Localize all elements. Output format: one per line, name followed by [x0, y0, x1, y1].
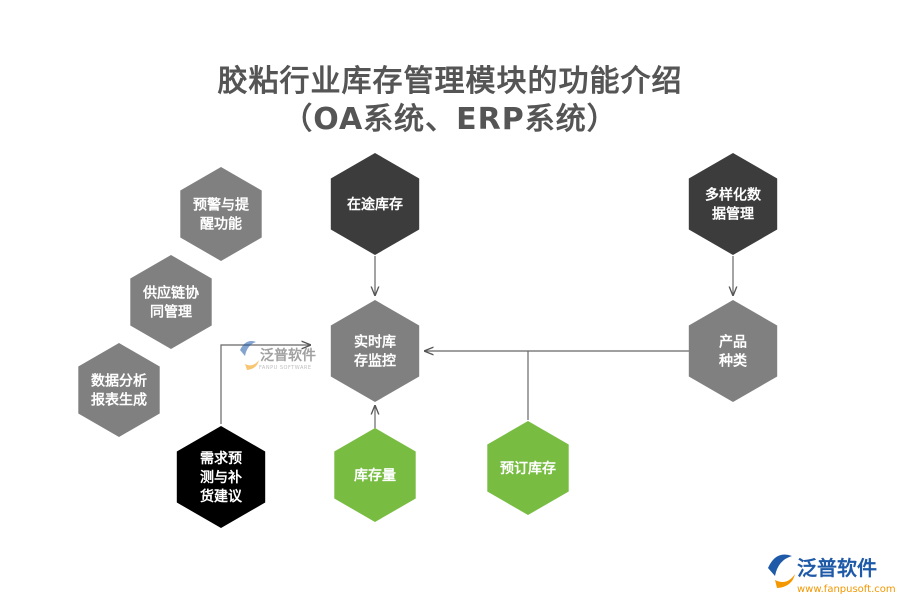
- hex-early-warning-label: 预警与提: [193, 197, 250, 214]
- hex-forecast-shape: [176, 426, 266, 528]
- hex-supply-chain-label: 同管理: [150, 304, 192, 321]
- hex-forecast-label: 货建议: [199, 488, 243, 505]
- hex-realtime-shape: [330, 300, 420, 402]
- diagram-subtitle: （OA系统、ERP系统）: [282, 102, 618, 137]
- hex-in-transit: 在途库存: [330, 153, 420, 255]
- watermark-corner-url: www.fanpusoft.com: [797, 584, 896, 595]
- watermark-center-name: 泛普软件: [260, 347, 316, 364]
- hex-product-types-label: 产品: [719, 334, 747, 351]
- watermark-center: 泛普软件 FANPU SOFTWARE: [240, 341, 316, 371]
- hex-in-transit-shape: [330, 153, 420, 255]
- watermark-center-sub: FANPU SOFTWARE: [259, 365, 312, 371]
- hex-reserved-label: 预订库存: [500, 460, 556, 477]
- diagram-title: 胶粘行业库存管理模块的功能介绍: [217, 64, 683, 99]
- watermark-corner-name: 泛普软件: [797, 556, 877, 580]
- hex-early-warning-label: 醒功能: [200, 216, 242, 233]
- hex-in-transit-label: 在途库存: [347, 196, 403, 213]
- hex-diverse-data-label: 据管理: [712, 206, 754, 223]
- hex-forecast-label: 测与补: [200, 469, 242, 486]
- hex-early-warning-shape: [180, 167, 262, 261]
- hex-stock-qty-label: 库存量: [354, 467, 396, 484]
- hex-data-analysis-label: 数据分析: [91, 373, 147, 390]
- hex-product-types-label: 种类: [718, 353, 748, 370]
- hex-reserved-shape: [487, 421, 569, 515]
- hex-diverse-data-label: 多样化数: [705, 187, 762, 204]
- hex-forecast-label: 需求预: [200, 450, 242, 467]
- hex-stock-qty-shape: [334, 428, 416, 522]
- hex-data-analysis-shape: [78, 343, 160, 437]
- fanpu-logo-corner-icon: [768, 554, 795, 588]
- hex-realtime-label: 存监控: [354, 353, 396, 370]
- hex-stock-qty: 库存量: [334, 428, 416, 522]
- hex-supply-chain-shape: [130, 255, 212, 349]
- connectors: [220, 256, 733, 445]
- hex-diverse-data-shape: [688, 153, 778, 255]
- fanpu-logo-icon: [240, 341, 259, 370]
- hex-product-types-shape: [688, 300, 778, 402]
- arrow-forecast-to-realtime: [220, 345, 311, 424]
- hex-reserved: 预订库存: [487, 421, 569, 515]
- hex-realtime-label: 实时库: [354, 334, 396, 351]
- hex-supply-chain-label: 供应链协: [142, 285, 199, 302]
- watermark-corner: 泛普软件 www.fanpusoft.com: [768, 554, 896, 595]
- hex-data-analysis-label: 报表生成: [91, 392, 147, 409]
